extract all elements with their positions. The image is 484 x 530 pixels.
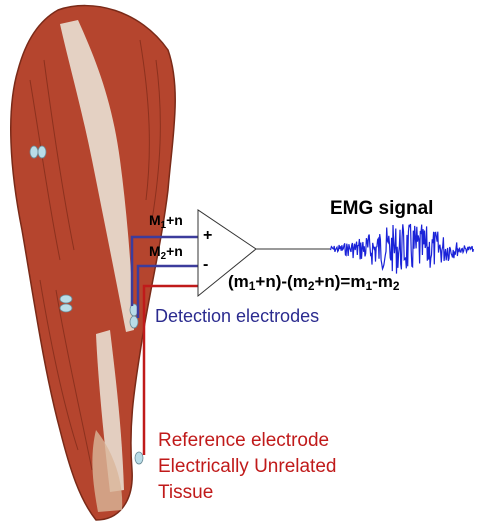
tendon-lower <box>96 330 124 492</box>
emg-signal-title: EMG signal <box>330 198 434 219</box>
tendon-band <box>60 20 134 332</box>
reference-label-line-1: Reference electrode <box>158 430 330 451</box>
detection-electrodes-label: Detection electrodes <box>155 306 320 326</box>
input-m1-label: M1+n <box>149 212 183 231</box>
electrode-hip-2 <box>37 145 47 159</box>
reference-label-line-3: Tissue <box>158 482 214 503</box>
detection-wire-minus <box>136 264 198 318</box>
electrode-reference <box>134 451 144 465</box>
knee-region <box>92 430 123 512</box>
inverting-input-sign: - <box>203 256 209 273</box>
differential-equation: (m1+n)-(m2+n)=m1-m2 <box>228 272 400 293</box>
emg-signal-waveform <box>329 223 475 274</box>
electrode-hip-1 <box>29 145 39 159</box>
differential-amplifier <box>197 209 257 298</box>
leg-muscle-illustration <box>10 4 176 521</box>
input-m2-label: M2+n <box>149 243 183 262</box>
reference-wire <box>142 284 198 455</box>
muscle-fibers <box>29 39 161 471</box>
electrode-thigh-1 <box>59 294 73 304</box>
leg-outline <box>10 4 176 521</box>
electrode-detection-2 <box>129 315 139 329</box>
electrode-thigh-2 <box>59 303 73 313</box>
reference-label-line-2: Electrically Unrelated <box>158 456 337 477</box>
reference-electrode-label: Reference electrode Electrically Unrelat… <box>158 428 336 506</box>
detection-wire-plus <box>130 235 198 306</box>
noninverting-input-sign: + <box>203 227 213 244</box>
